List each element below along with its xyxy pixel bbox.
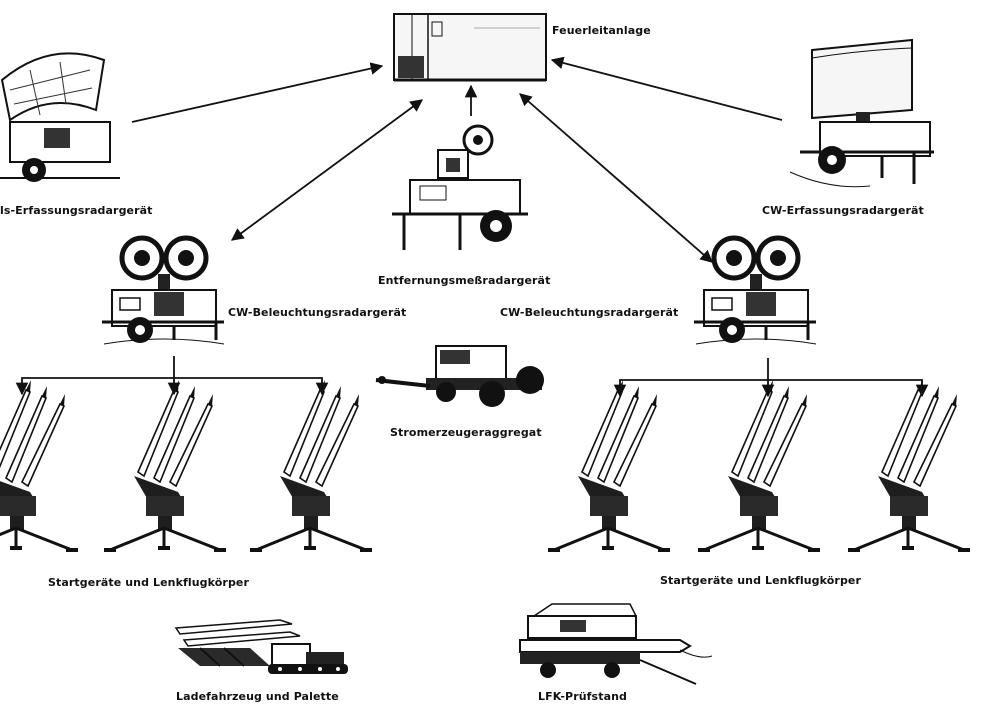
generator-label: Stromerzeugeraggregat: [390, 426, 542, 439]
launcher-left-2-icon: [104, 380, 226, 552]
launcher-left-3-icon: [250, 380, 372, 552]
cw-acquisition-radar-label: CW-Erfassungsradargerät: [762, 204, 924, 217]
launchers-left-label: Startgeräte und Lenkflugkörper: [48, 576, 249, 589]
test-stand-icon: [520, 604, 712, 684]
range-radar-icon: [392, 126, 528, 250]
generator-icon: [376, 346, 544, 407]
launcher-right-2-icon: [698, 380, 820, 552]
pulse-acquisition-radar-label: ls-Erfassungsradargerät: [0, 204, 153, 217]
pulse-acquisition-radar-icon: [0, 53, 120, 182]
cw-acquisition-radar-icon: [790, 40, 934, 187]
range-radar-label: Entfernungsmeßradargerät: [378, 274, 550, 287]
launcher-right-3-icon: [848, 380, 970, 552]
fire-control-label: Feuerleitanlage: [552, 24, 651, 37]
cw-illuminator-left-label: CW-Beleuchtungsradargerät: [228, 306, 406, 319]
launcher-left-1-icon: [0, 380, 78, 552]
loader-label: Ladefahrzeug und Palette: [176, 690, 339, 703]
cw-illuminator-right-icon: [694, 238, 816, 344]
loader-vehicle-icon: [176, 620, 348, 674]
fire-control-center-icon: [394, 14, 546, 80]
launcher-right-1-icon: [548, 380, 670, 552]
cw-illuminator-right-label: CW-Beleuchtungsradargerät: [500, 306, 678, 319]
cw-illuminator-left-icon: [102, 238, 224, 344]
test-stand-label: LFK-Prüfstand: [538, 690, 627, 703]
launchers-right-label: Startgeräte und Lenkflugkörper: [660, 574, 861, 587]
